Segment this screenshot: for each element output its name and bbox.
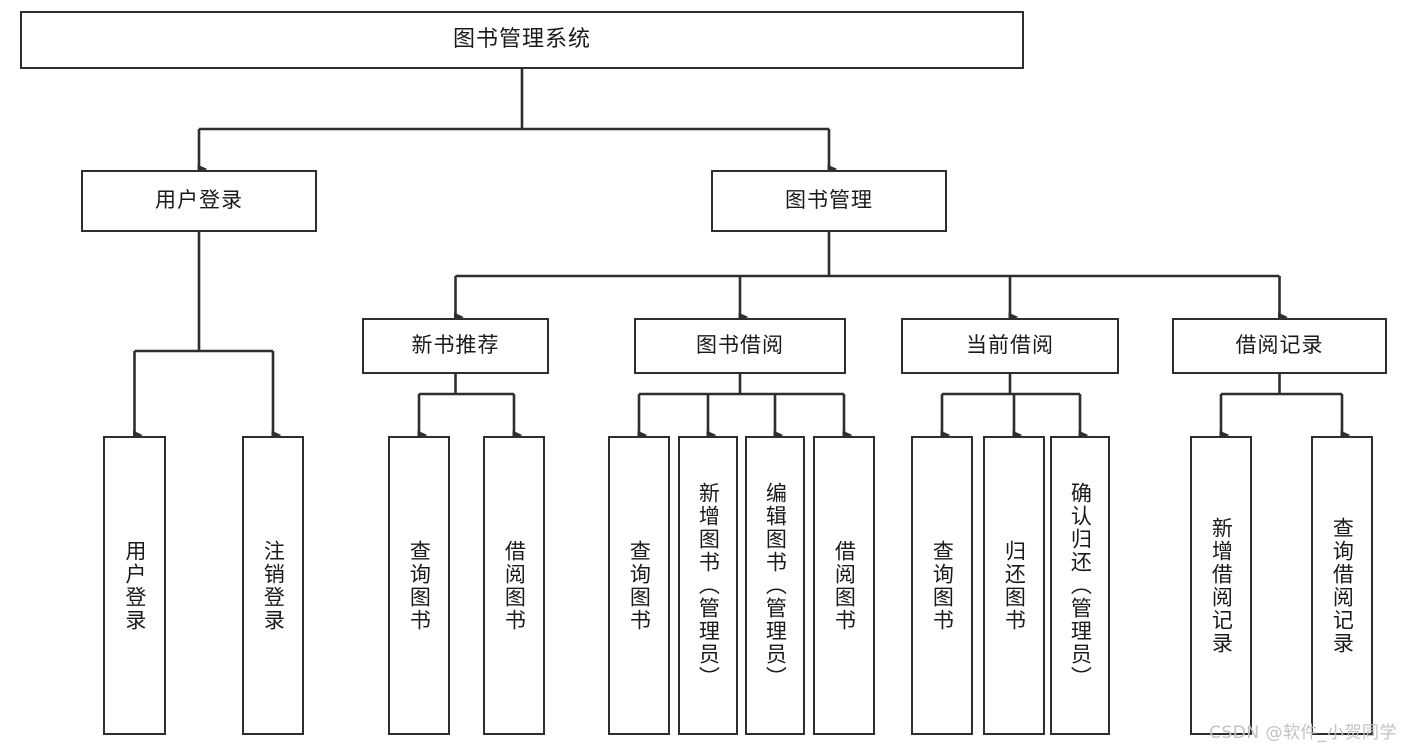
node-label: 用户登录 [122,539,147,632]
node-root[interactable]: 图书管理系统 [20,11,1024,69]
node-book-borrow[interactable]: 图书借阅 [634,318,846,374]
node-leaf-query-book-1[interactable]: 查询图书 [388,436,450,735]
csdn-watermark: CSDN @软件_小贺同学 [1209,723,1397,743]
node-label: 图书管理系统 [452,26,591,52]
node-leaf-return-book[interactable]: 归还图书 [983,436,1045,735]
node-book-management[interactable]: 图书管理 [711,170,947,232]
node-label: 新增借阅记录 [1209,516,1234,655]
node-leaf-query-borrow-record[interactable]: 查询借阅记录 [1311,436,1373,735]
node-leaf-add-borrow-record[interactable]: 新增借阅记录 [1190,436,1252,735]
node-leaf-edit-book[interactable]: 编辑图书（管理员） [745,436,805,735]
node-borrow-record[interactable]: 借阅记录 [1172,318,1387,374]
node-label: 当前借阅 [966,333,1054,358]
node-label: 查询图书 [627,539,652,632]
node-label: 图书借阅 [696,333,784,358]
node-user-login[interactable]: 用户登录 [81,170,317,232]
node-leaf-confirm-return[interactable]: 确认归还（管理员） [1050,436,1110,735]
node-leaf-query-book-3[interactable]: 查询图书 [911,436,973,735]
node-label: 借阅记录 [1235,333,1324,358]
node-leaf-logout-login[interactable]: 注销登录 [242,436,304,735]
node-leaf-user-login[interactable]: 用户登录 [103,436,166,735]
node-leaf-borrow-book-1[interactable]: 借阅图书 [483,436,545,735]
node-current-borrow[interactable]: 当前借阅 [901,318,1119,374]
node-label: 编辑图书（管理员） [763,482,788,689]
node-label: 确认归还（管理员） [1068,482,1093,689]
node-label: 借阅图书 [502,539,527,632]
node-label: 归还图书 [1002,539,1027,632]
node-label: 查询图书 [407,539,432,632]
node-label: 用户登录 [155,188,243,213]
node-label: 图书管理 [785,188,873,213]
node-label: 新书推荐 [411,333,500,358]
node-label: 查询图书 [930,539,955,632]
node-label: 查询借阅记录 [1330,516,1355,655]
node-leaf-query-book-2[interactable]: 查询图书 [608,436,670,735]
node-label: 新增图书（管理员） [696,482,721,689]
node-leaf-add-book[interactable]: 新增图书（管理员） [678,436,738,735]
node-leaf-borrow-book-2[interactable]: 借阅图书 [813,436,875,735]
node-new-book-recommend[interactable]: 新书推荐 [362,318,549,374]
node-label: 借阅图书 [832,539,857,632]
node-label: 注销登录 [261,539,286,632]
